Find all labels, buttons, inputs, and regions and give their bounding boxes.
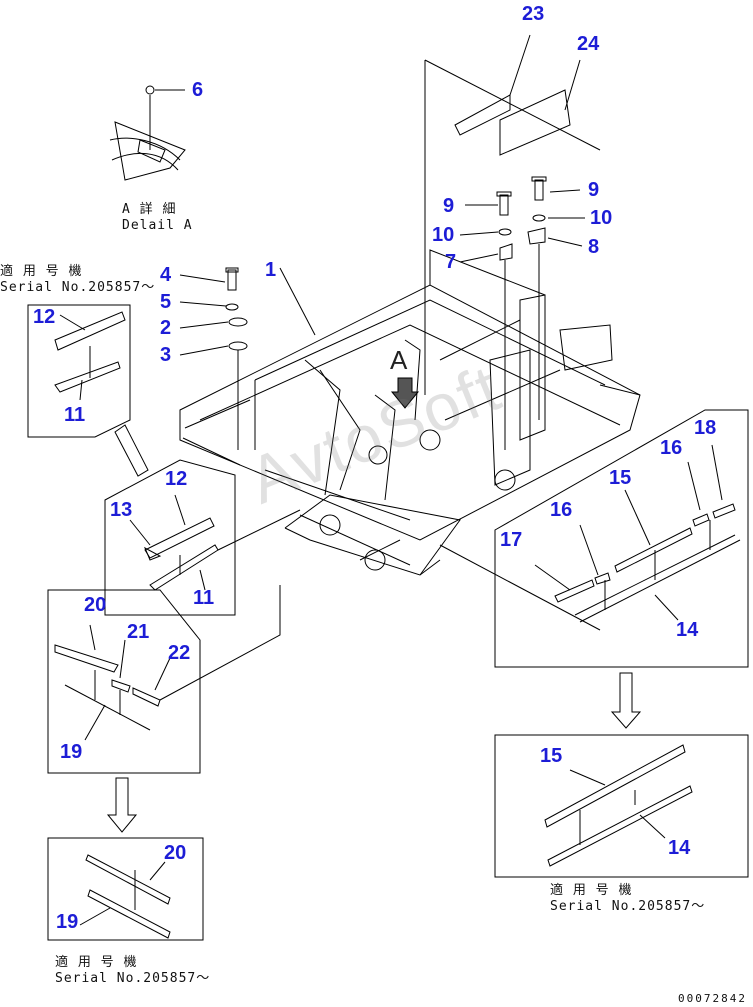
callout-16-right: 16 <box>660 437 683 459</box>
plate-callout-region <box>424 34 601 395</box>
callout-6: 6 <box>192 79 204 101</box>
callout-15-bottom-box: 15 <box>540 745 563 767</box>
callout-2: 2 <box>160 317 172 339</box>
callout-1: 1 <box>265 259 277 281</box>
box-right <box>439 409 749 668</box>
view-marker-a: A <box>390 345 408 375</box>
callout-21: 21 <box>127 621 150 643</box>
box-bottom-right <box>494 734 749 878</box>
hardware-bolts <box>179 176 585 450</box>
callout-9-left: 9 <box>443 195 455 217</box>
callout-5: 5 <box>160 291 172 313</box>
view-a-arrow <box>279 267 420 409</box>
callout-24: 24 <box>577 33 600 55</box>
callout-20-bottom-left: 20 <box>164 842 187 864</box>
callout-12-top: 12 <box>33 306 56 328</box>
callout-9-right: 9 <box>588 179 600 201</box>
callout-17: 17 <box>500 529 523 551</box>
callout-10-left: 10 <box>432 224 455 246</box>
callout-18: 18 <box>694 417 717 439</box>
main-frame <box>179 249 641 576</box>
serial-note-bottom-right: 適 用 号 機 Serial No.205857～ <box>550 883 706 914</box>
detail-a-caption: A 詳 細 Delail A <box>122 202 193 233</box>
arrow-up-left <box>114 424 149 477</box>
callout-16-left: 16 <box>550 499 573 521</box>
serial-note-bottom-left: 適 用 号 機 Serial No.205857～ <box>55 955 211 986</box>
callout-22: 22 <box>168 642 191 664</box>
serial-note-top-left: 適 用 号 機 Serial No.205857～ <box>0 264 156 295</box>
callout-14-right-box: 14 <box>676 619 699 641</box>
arrow-down-right <box>610 672 642 729</box>
document-number: 00072842 <box>678 992 747 1005</box>
callout-11-middle: 11 <box>193 587 215 609</box>
callout-20-lower-left: 20 <box>84 594 107 616</box>
box-lower-left <box>47 585 281 774</box>
detail-a-view <box>109 85 186 181</box>
callout-10-right: 10 <box>590 207 613 229</box>
callout-14-bottom-box: 14 <box>668 837 691 859</box>
callout-13: 13 <box>110 499 133 521</box>
callout-19-lower-left: 19 <box>60 741 83 763</box>
callout-19-bottom-left: 19 <box>56 911 79 933</box>
callout-12-middle: 12 <box>165 468 188 490</box>
callout-8: 8 <box>588 236 600 258</box>
callout-11-top: 11 <box>64 404 86 426</box>
callout-7: 7 <box>445 251 457 273</box>
box-bottom-left <box>47 837 204 941</box>
callout-4: 4 <box>160 264 172 286</box>
arrow-down-left <box>106 777 138 833</box>
box-top-left <box>27 304 131 438</box>
box-middle-left <box>104 459 301 616</box>
callout-15-right-box: 15 <box>609 467 632 489</box>
callout-23: 23 <box>522 3 545 25</box>
callout-3: 3 <box>160 344 172 366</box>
